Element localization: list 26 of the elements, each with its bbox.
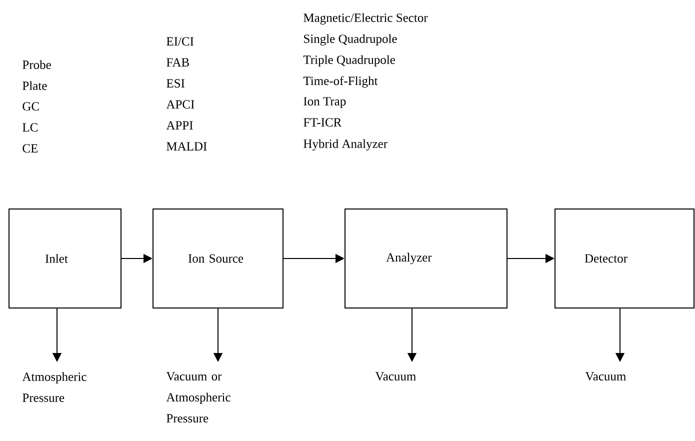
process-box: Detector [554,208,694,308]
list-item: LC [22,123,38,132]
condition-text: Atmospheric Pressure [22,372,86,402]
list-item: Time-of-Flight [303,76,378,88]
list-item: APPI [166,121,193,130]
list-item: Single Quadrupole [304,34,397,46]
list-item: Triple Quadrupole [303,55,395,67]
list-item: ESI [166,79,185,88]
list-item: Hybrid Analyzer [304,139,388,151]
list-item: Magnetic/Electric Sector [304,13,428,25]
list-item: Plate [22,81,47,90]
list-item: Probe [22,60,51,69]
process-box: Ion Source [152,208,284,308]
process-box: Inlet [8,208,122,308]
list-item: MALDI [166,142,207,150]
list-item: FT-ICR [304,118,342,127]
condition-text: Vacuum [585,372,626,381]
list-item: GC [22,102,39,111]
list-item: CE [22,144,38,153]
list-item: FAB [166,58,189,66]
list-item: EI/CI [166,37,194,46]
condition-text: Vacuum or Atmospheric Pressure [166,372,230,422]
process-box: Analyzer [344,208,508,308]
condition-text: Vacuum [375,372,416,381]
list-item: Ion Trap [304,97,346,108]
list-item: APCI [166,100,194,109]
